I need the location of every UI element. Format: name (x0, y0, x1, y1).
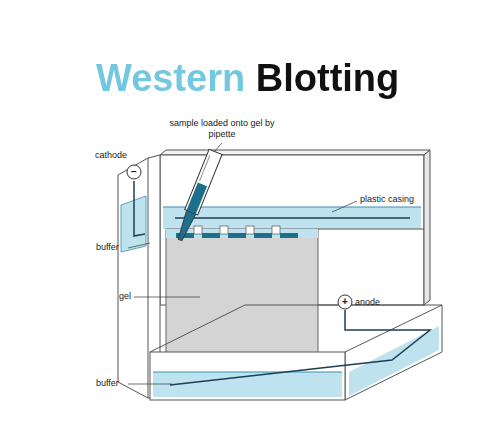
polarity-symbol: + (342, 297, 348, 307)
leader-line (332, 201, 357, 212)
back-plate-side (424, 150, 430, 305)
pipette (174, 149, 223, 242)
part-label: plastic casing (360, 194, 414, 205)
gel-comb-teeth (194, 226, 280, 234)
anode-wire (170, 310, 430, 385)
upper-tank-front (318, 229, 424, 230)
terminal-label: cathode (95, 150, 127, 161)
title: Western Blotting (96, 56, 399, 100)
leader-line (134, 297, 200, 298)
leader-line (128, 243, 150, 248)
cathode-lead (134, 181, 145, 236)
casing-top-edge (160, 150, 430, 155)
polarity-symbol: − (131, 167, 137, 177)
lower-buffer-surface (153, 372, 342, 373)
callout-label: sample loaded onto gel by pipette (166, 118, 278, 140)
lower-buffer-side (349, 326, 439, 396)
part-label: gel (119, 291, 131, 302)
buffer-surface (163, 207, 421, 208)
leader-line (128, 384, 172, 385)
lower-tank-side (345, 305, 442, 400)
terminal-label: anode (355, 297, 380, 308)
part-label: buffer (96, 242, 119, 253)
upright-edge (148, 158, 149, 398)
cathode-wire (175, 217, 410, 219)
gel-top-buffer (166, 229, 318, 238)
cathode-terminal (127, 165, 141, 179)
leader-line (214, 143, 222, 152)
gel (166, 229, 318, 371)
lower-tank-rim (150, 305, 245, 352)
part-label: buffer (96, 378, 119, 389)
anode-terminal (338, 295, 352, 309)
